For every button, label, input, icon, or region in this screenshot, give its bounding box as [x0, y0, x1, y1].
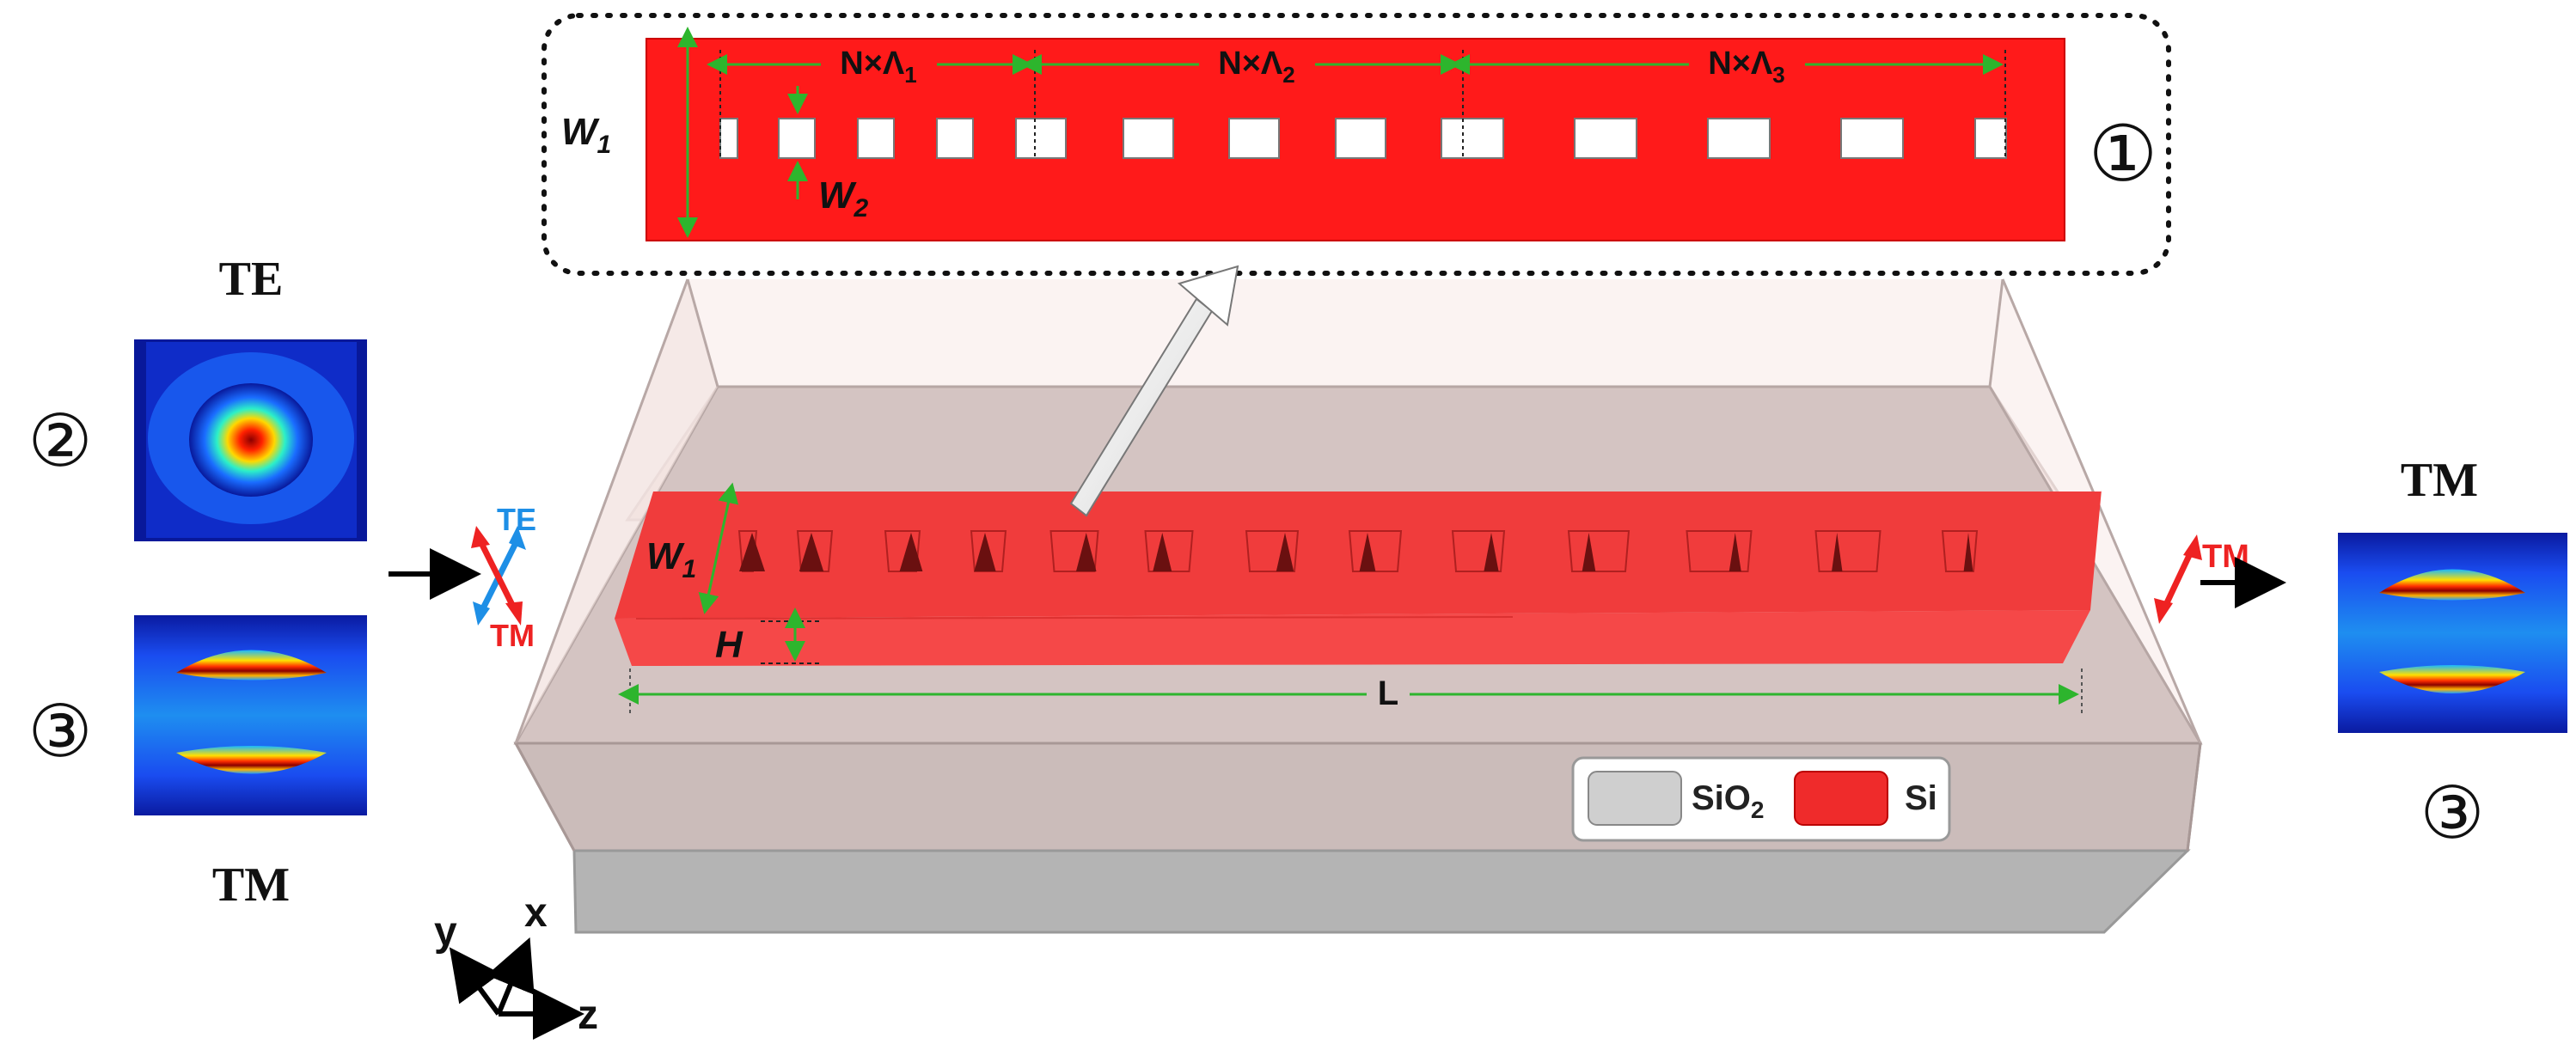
legend-si-label: Si: [1905, 779, 1937, 817]
inset-hole: [1840, 118, 1904, 159]
axis-z-label: z: [578, 992, 598, 1038]
material-legend: [1571, 756, 1951, 842]
legend-sio2-label: SiO2: [1692, 779, 1764, 823]
waveguide-grating-tooth: [1075, 533, 1097, 571]
w1-main-label: W1: [646, 535, 696, 583]
tm-title-right: TM: [2401, 454, 2478, 507]
waveguide-grating-tooth: [899, 533, 923, 571]
length-label: L: [1378, 675, 1398, 712]
height-label: H: [715, 624, 743, 666]
inset-period-dimensions: [707, 50, 2006, 156]
waveguide-grating-cell: [1941, 530, 1979, 572]
waveguide-grating-cell: [796, 530, 834, 572]
marker-3-right: ③: [2420, 774, 2484, 854]
w1-inset-label: W1: [561, 111, 611, 159]
period-2-label: N×Λ2: [1218, 46, 1294, 88]
marker-3-left: ③: [28, 693, 92, 772]
waveguide-grating-tooth: [1276, 533, 1294, 571]
inset-hole: [1574, 118, 1637, 159]
tm-title-left: TM: [212, 858, 290, 912]
waveguide-grating-tooth: [1153, 533, 1172, 571]
period-1-label: N×Λ1: [840, 46, 916, 88]
waveguide-grating-cell: [1567, 530, 1631, 572]
inset-hole: [1707, 118, 1771, 159]
legend-sio2-swatch: [1588, 771, 1682, 826]
dimension-w1-main: [698, 482, 739, 614]
waveguide-grating-tooth: [1582, 533, 1596, 571]
inset-hole: [1015, 118, 1067, 159]
tm-mode-profile-left: [134, 615, 367, 815]
inset-hole: [936, 118, 974, 159]
waveguide-grating-tooth: [974, 533, 996, 571]
waveguide-grating-cell: [1814, 530, 1882, 572]
legend-si-swatch: [1794, 771, 1888, 826]
waveguide-grating-tooth: [1729, 533, 1741, 571]
waveguide-grating-tooth: [1484, 533, 1499, 571]
coordinate-axes: [449, 937, 584, 1040]
waveguide-grating: [737, 530, 1979, 572]
tm-mode-profile-right: [2338, 533, 2567, 733]
marker-1: ①: [2089, 113, 2158, 198]
w2-inset-label: W2: [818, 174, 869, 223]
te-title: TE: [219, 253, 284, 306]
period-3-label: N×Λ3: [1708, 46, 1784, 88]
dimension-height: [761, 607, 821, 664]
waveguide-grating-cell: [970, 530, 1007, 572]
inset-hole: [1974, 118, 2007, 159]
inset-hole: [1335, 118, 1386, 159]
inset-hole: [857, 118, 895, 159]
input-polarization-icon: [471, 526, 526, 626]
waveguide-grating-tooth: [1359, 533, 1376, 571]
waveguide-grating-tooth: [1832, 533, 1843, 571]
axis-y-label: y: [434, 909, 457, 955]
inset-hole: [1441, 118, 1504, 159]
waveguide-grating-tooth: [798, 533, 824, 571]
waveguide-grating-cell: [1144, 530, 1194, 572]
waveguide-grating-cell: [1245, 530, 1300, 572]
inset-frame: [542, 13, 2171, 276]
inset-hole: [1228, 118, 1280, 159]
waveguide-grating-tooth: [1963, 533, 1973, 571]
zoom-arrow: [1069, 265, 1239, 517]
waveguide-grating-tooth: [739, 533, 765, 571]
inset-hole: [719, 118, 738, 159]
inset-grating-holes: [719, 118, 2007, 159]
waveguide-grating-cell: [1686, 530, 1753, 572]
inset-hole: [1123, 118, 1174, 159]
input-te-label: TE: [497, 502, 536, 537]
te-mode-profile: [134, 339, 367, 541]
axis-x-label: x: [524, 890, 548, 936]
input-tm-label: TM: [490, 618, 535, 653]
dimension-length: [618, 669, 2083, 713]
waveguide-grating-cell: [1348, 530, 1403, 572]
marker-2: ②: [28, 402, 92, 482]
inset-hole: [778, 118, 816, 159]
waveguide-grating-cell: [1451, 530, 1506, 572]
output-polarization-icon: [2154, 534, 2202, 624]
silicon-waveguide: [615, 490, 2102, 666]
output-tm-label: TM: [2202, 539, 2249, 575]
